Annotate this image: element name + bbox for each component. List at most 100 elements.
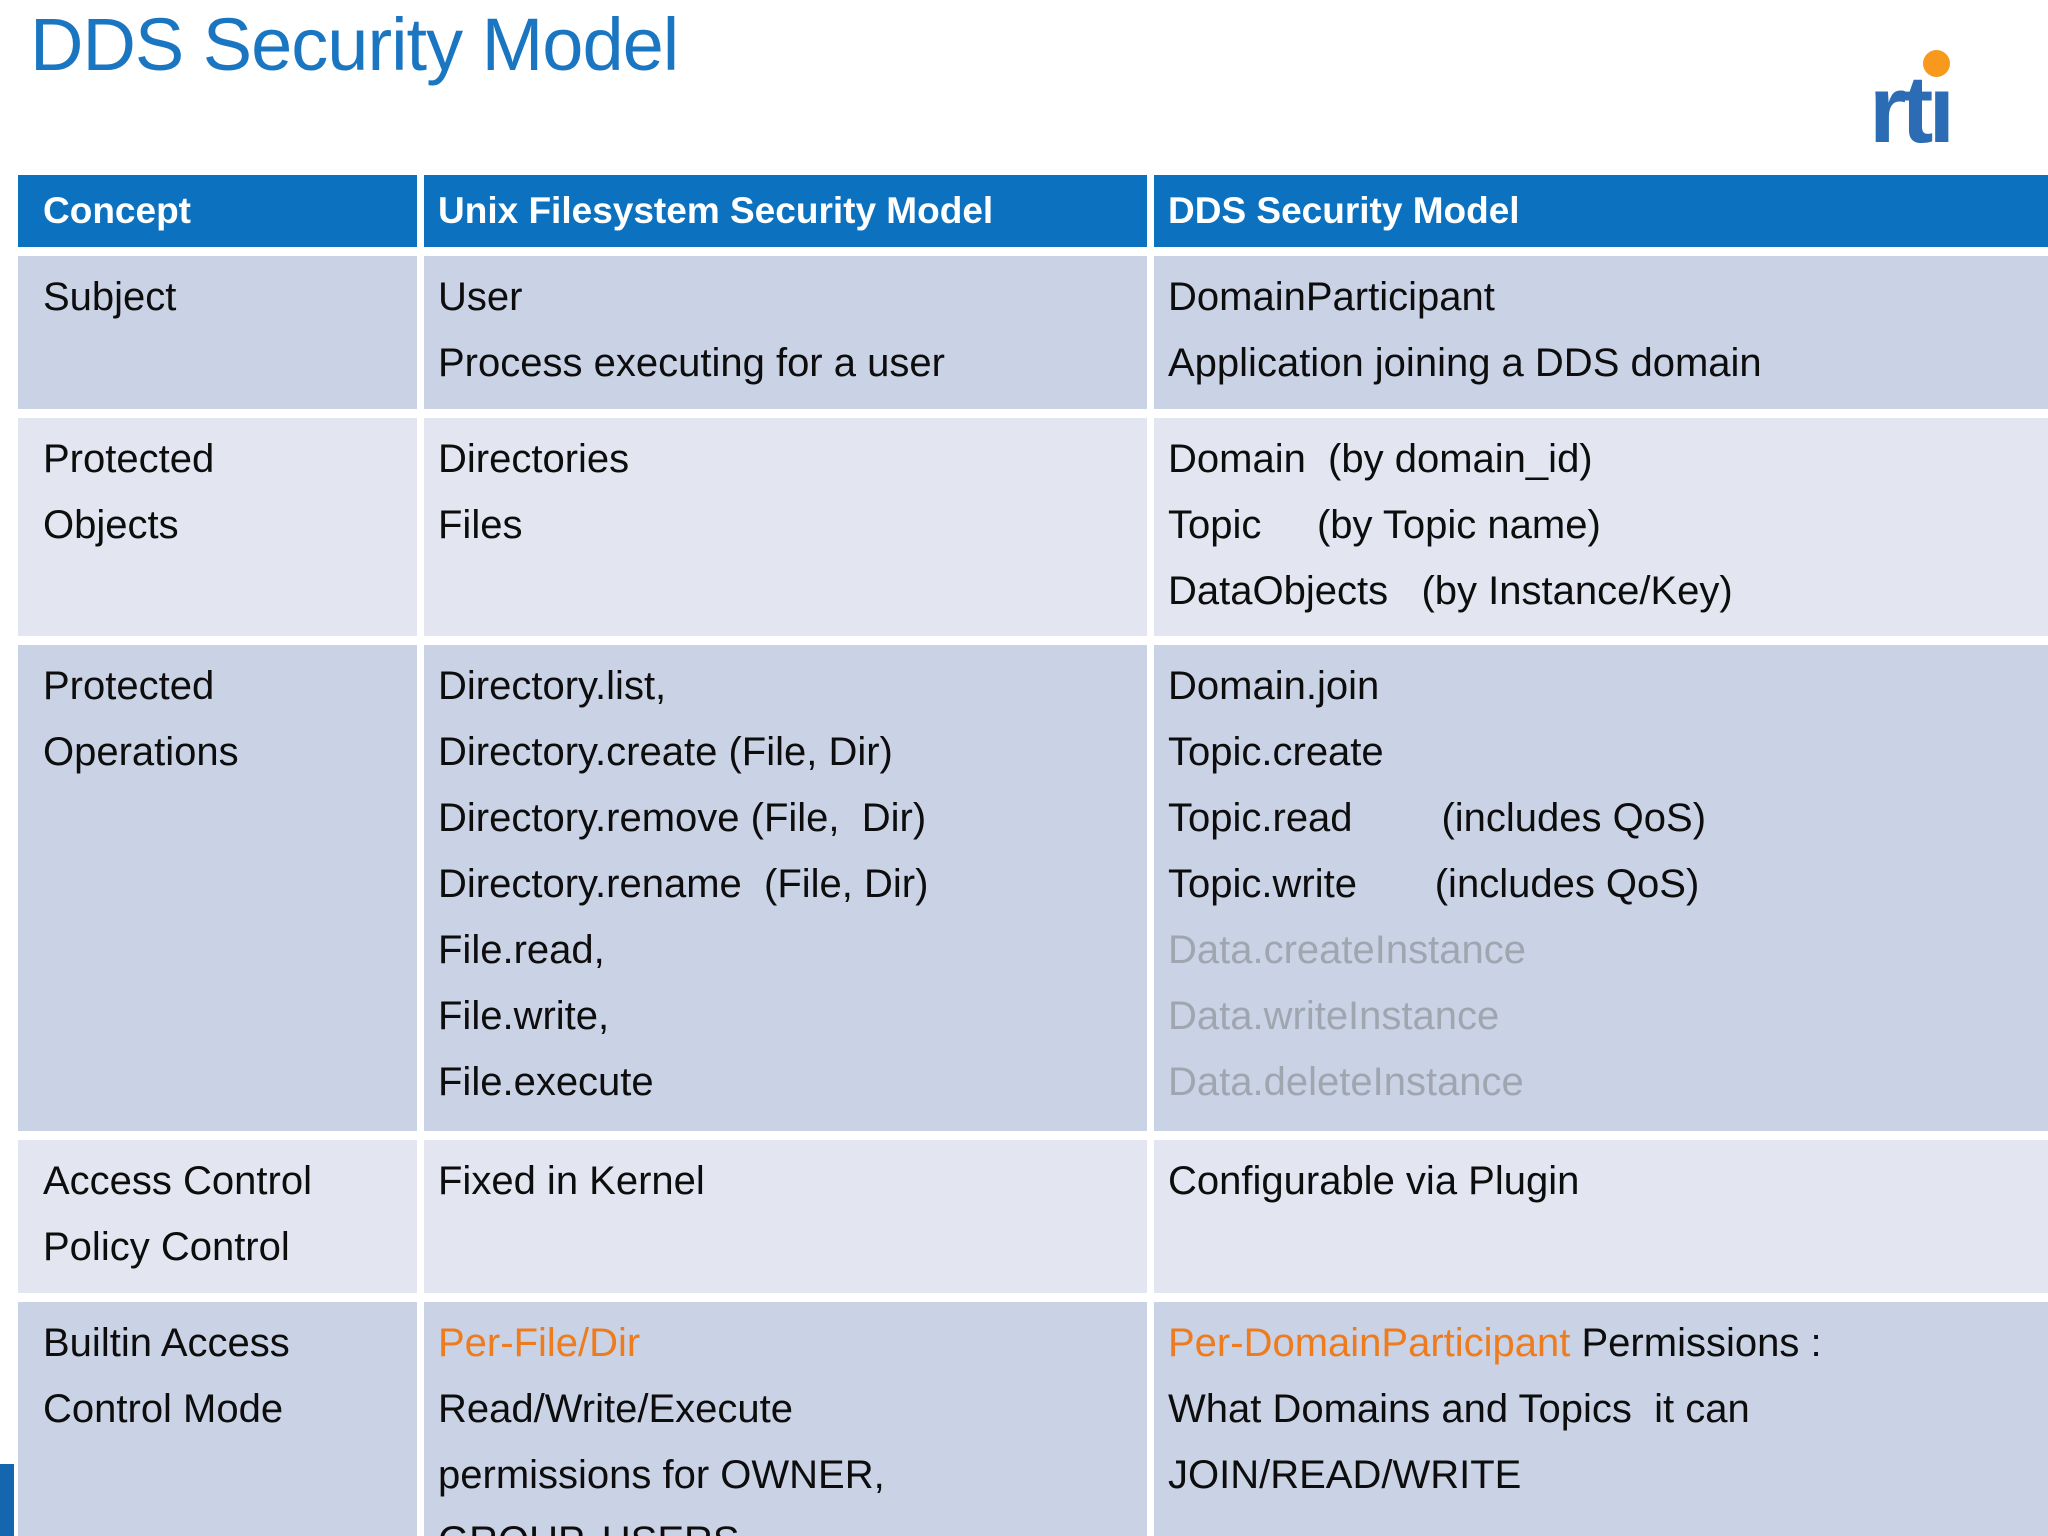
text-line: Process executing for a user: [438, 330, 1137, 396]
text-line: Read/Write/Execute: [438, 1376, 1137, 1442]
text-line: What Domains and Topics it can: [1168, 1376, 2038, 1442]
text-line: Fixed in Kernel: [438, 1148, 1137, 1214]
text-line: Per-DomainParticipant Permissions :: [1168, 1310, 2038, 1376]
logo-letters-rt: rt: [1869, 56, 1933, 163]
text-line: Access Control: [43, 1148, 407, 1214]
cell-concept-row-1: Subject: [18, 256, 417, 409]
text-segment: Per-File/Dir: [438, 1321, 641, 1365]
text-line: Topic.write (includes QoS): [1168, 851, 2038, 917]
text-segment: Directory.list,: [438, 664, 667, 708]
text-segment: Protected: [43, 437, 215, 481]
text-segment: Topic (by Topic name): [1168, 503, 1601, 547]
text-line: Topic.create: [1168, 719, 2038, 785]
text-line: Policy Control: [43, 1214, 407, 1280]
text-line: Files: [438, 492, 1137, 558]
cell-unix-row-4: Fixed in Kernel: [424, 1140, 1147, 1293]
text-segment: Builtin Access: [43, 1321, 290, 1365]
text-line: permissions for OWNER,: [438, 1442, 1137, 1508]
text-segment: DomainParticipant: [1168, 275, 1495, 319]
text-segment: Topic.create: [1168, 730, 1384, 774]
text-segment: Data.writeInstance: [1168, 994, 1500, 1038]
text-segment: Directories: [438, 437, 630, 481]
text-line: Control Mode: [43, 1376, 407, 1442]
logo-orange-dot-icon: [1923, 50, 1950, 77]
text-segment: Files: [438, 503, 523, 547]
text-segment: Protected: [43, 664, 215, 708]
text-segment: DataObjects (by Instance/Key): [1168, 569, 1733, 613]
text-line: Directory.remove (File, Dir): [438, 785, 1137, 851]
text-segment: Read/Write/Execute: [438, 1387, 793, 1431]
text-segment: GROUP, USERS: [438, 1519, 740, 1536]
text-line: Directory.create (File, Dir): [438, 719, 1137, 785]
text-segment: Policy Control: [43, 1225, 290, 1269]
text-line: Topic.read (includes QoS): [1168, 785, 2038, 851]
text-segment: User: [438, 275, 523, 319]
column-header-concept: Concept: [18, 175, 417, 247]
column-header-unix-model: Unix Filesystem Security Model: [424, 175, 1147, 247]
text-segment: Domain.join: [1168, 664, 1380, 708]
slide-accent-bar: [0, 1464, 14, 1536]
text-line: User: [438, 264, 1137, 330]
column-header-dds-model: DDS Security Model: [1154, 175, 2048, 247]
text-segment: Data.deleteInstance: [1168, 1060, 1524, 1104]
text-line: File.write,: [438, 983, 1137, 1049]
text-line: Domain.join: [1168, 653, 2038, 719]
text-segment: Topic.write (includes QoS): [1168, 862, 1700, 906]
text-line: DomainParticipant: [1168, 264, 2038, 330]
text-line: Protected: [43, 653, 407, 719]
text-segment: JOIN/READ/WRITE: [1168, 1453, 1522, 1497]
text-line: JOIN/READ/WRITE: [1168, 1442, 2038, 1508]
text-segment: Process executing for a user: [438, 341, 945, 385]
text-line: Directory.list,: [438, 653, 1137, 719]
security-model-table: Concept Unix Filesystem Security Model D…: [18, 175, 2048, 1536]
cell-dds-row-5: Per-DomainParticipant Permissions : What …: [1154, 1302, 2048, 1536]
text-segment: Fixed in Kernel: [438, 1159, 705, 1203]
text-line: Domain (by domain_id): [1168, 426, 2038, 492]
text-line: Configurable via Plugin: [1168, 1148, 2038, 1214]
cell-unix-row-3: Directory.list, Directory.create (File, D…: [424, 645, 1147, 1131]
rti-logo: rtı: [1869, 50, 1955, 158]
text-line: Data.deleteInstance: [1168, 1049, 2038, 1115]
text-line: Topic (by Topic name): [1168, 492, 2038, 558]
text-segment: File.read,: [438, 928, 605, 972]
text-line: Data.createInstance: [1168, 917, 2038, 983]
text-line: Operations: [43, 719, 407, 785]
text-segment: Configurable via Plugin: [1168, 1159, 1580, 1203]
text-segment: Directory.remove (File, Dir): [438, 796, 927, 840]
text-segment: Access Control: [43, 1159, 312, 1203]
cell-dds-row-2: Domain (by domain_id) Topic (by Topic nam…: [1154, 418, 2048, 636]
text-segment: Application joining a DDS domain: [1168, 341, 1762, 385]
text-line: Application joining a DDS domain: [1168, 330, 2038, 396]
text-line: Builtin Access: [43, 1310, 407, 1376]
text-line: File.execute: [438, 1049, 1137, 1115]
cell-dds-row-4: Configurable via Plugin: [1154, 1140, 2048, 1293]
text-segment: What Domains and Topics it can: [1168, 1387, 1750, 1431]
text-line: Objects: [43, 492, 407, 558]
text-segment: Permissions :: [1570, 1321, 1822, 1365]
page-title: DDS Security Model: [30, 3, 679, 86]
text-line: Data.writeInstance: [1168, 983, 2038, 1049]
text-segment: File.execute: [438, 1060, 654, 1104]
text-segment: Directory.create (File, Dir): [438, 730, 893, 774]
text-segment: Operations: [43, 730, 239, 774]
text-line: Directories: [438, 426, 1137, 492]
text-segment: permissions for OWNER,: [438, 1453, 885, 1497]
text-line: Per-File/Dir: [438, 1310, 1137, 1376]
text-segment: Control Mode: [43, 1387, 284, 1431]
text-segment: Data.createInstance: [1168, 928, 1526, 972]
text-segment: Domain (by domain_id): [1168, 437, 1593, 481]
text-segment: Topic.read (includes QoS): [1168, 796, 1707, 840]
text-line: Directory.rename (File, Dir): [438, 851, 1137, 917]
text-segment: Directory.rename (File, Dir): [438, 862, 929, 906]
text-segment: Objects: [43, 503, 179, 547]
text-line: File.read,: [438, 917, 1137, 983]
